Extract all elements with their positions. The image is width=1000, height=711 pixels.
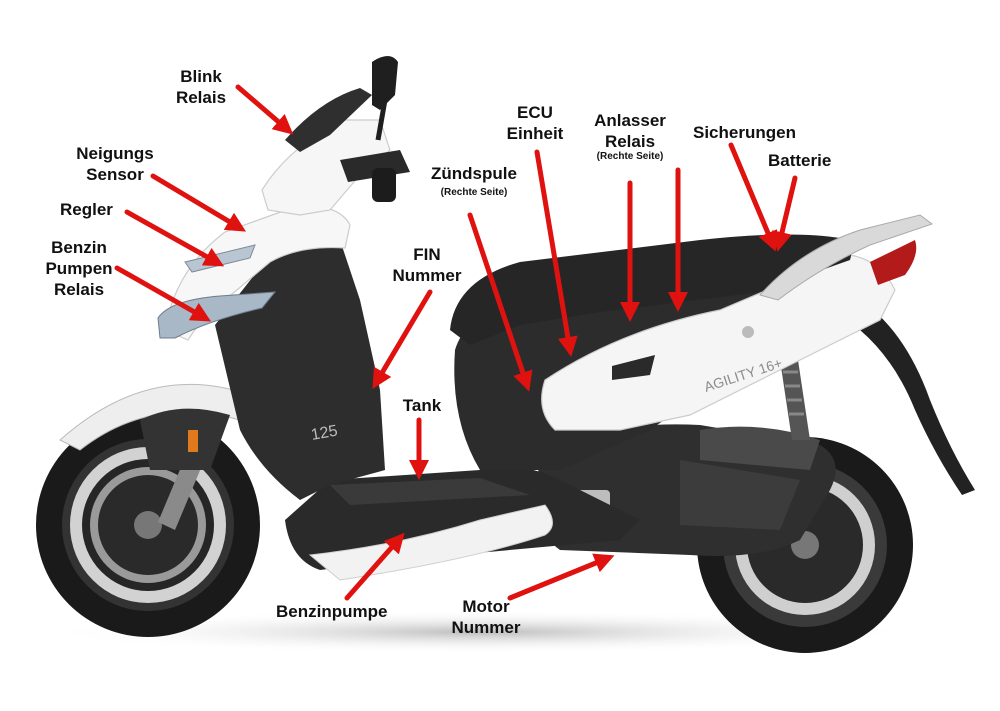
label-line: Relais — [175, 88, 227, 107]
label-fin-nummer: FIN Nummer — [382, 244, 472, 286]
label-neigungs-sensor: Neigungs Sensor — [60, 143, 170, 185]
label-line: Pumpen — [45, 259, 113, 278]
label-line: Nummer — [451, 618, 521, 637]
label-blink-relais: Blink Relais — [166, 66, 236, 108]
mirror — [372, 56, 398, 110]
label-anlasser-note: (Rechte Seite) — [596, 151, 664, 162]
label-line: FIN — [413, 245, 441, 264]
rear-white-panel — [541, 254, 896, 431]
label-zuendspule-note: (Rechte Seite) — [440, 187, 508, 198]
floorboard — [330, 478, 530, 505]
arrow-fin-nummer — [372, 289, 433, 390]
arrow-batterie — [772, 175, 798, 252]
label-line: Relais — [604, 132, 656, 151]
arrow-blink-relais — [235, 84, 294, 135]
label-line: Nummer — [392, 266, 462, 285]
seat — [450, 234, 852, 345]
label-line: Motor — [462, 597, 510, 616]
label-line: Sicherungen — [693, 123, 796, 142]
label-line: Anlasser — [594, 111, 666, 130]
arrow-benzin-pumpen-relais — [114, 265, 212, 322]
arrow-benzinpumpe — [344, 532, 405, 601]
label-ecu-einheit: ECU Einheit — [493, 102, 577, 144]
label-line: Zündspule — [431, 164, 517, 183]
ground-shadow — [40, 610, 920, 654]
label-line: Benzin — [51, 238, 107, 257]
label-line: Tank — [402, 396, 442, 415]
label-line: Einheit — [506, 124, 564, 143]
grab-rail — [759, 214, 934, 301]
label-line: Regler — [60, 200, 113, 219]
arrow-regler — [124, 209, 225, 267]
label-tank: Tank — [392, 395, 452, 416]
label-benzin-pumpen-relais: Benzin Pumpen Relais — [38, 237, 120, 300]
label-line: Blink — [180, 67, 222, 86]
arrow-motor-nummer — [507, 553, 615, 601]
tail-light — [870, 240, 917, 285]
handle-grip — [372, 168, 396, 202]
headlight — [157, 291, 277, 339]
arrow-neigungs-sensor — [150, 173, 247, 232]
label-line: Batterie — [768, 151, 832, 170]
label-batterie: Batterie — [768, 150, 831, 171]
label-sicherungen: Sicherungen — [693, 122, 796, 143]
label-line: Relais — [53, 280, 105, 299]
engine-badge: 125 — [310, 423, 339, 444]
label-benzinpumpe: Benzinpumpe — [276, 601, 387, 622]
label-zuendspule: Zündspule — [424, 163, 524, 184]
label-motor-nummer: Motor Nummer — [444, 596, 528, 638]
label-line: Benzinpumpe — [276, 602, 388, 621]
arrow-sicherungen — [728, 142, 778, 252]
label-line: ECU — [517, 103, 553, 122]
arrow-ecu-einheit — [534, 149, 578, 357]
arrow-zuendspule — [467, 212, 533, 392]
label-anlasser-relais: Anlasser Relais — [585, 110, 675, 152]
label-regler: Regler — [60, 199, 113, 220]
rear-hugger — [860, 300, 975, 495]
label-line: Sensor — [86, 165, 144, 184]
label-line: Neigungs — [76, 144, 154, 163]
windscreen — [285, 88, 372, 152]
